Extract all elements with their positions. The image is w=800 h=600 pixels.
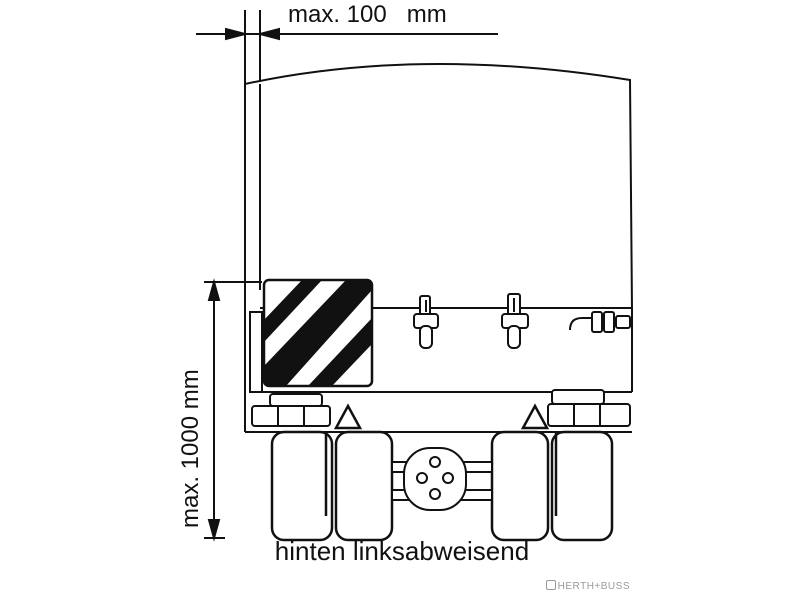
wheel-left-inner [334,430,394,542]
body-left-post [249,311,263,393]
hatch-stripe-3 [308,318,372,386]
tarp-fastener-2 [501,293,529,349]
arrowhead-top [207,278,221,301]
wheel-right-outer [550,430,614,542]
watermark: HERTH+BUSS [545,580,630,592]
watermark-logo-icon [545,580,556,590]
arrowhead-bottom [207,519,221,542]
axle [391,447,493,511]
caption-text: hinten linksabweisend [274,536,530,566]
rear-light-right [547,389,631,427]
tarp-fastener-1 [413,295,439,349]
wheels [270,430,614,542]
arrowhead-right [256,27,280,41]
axle-hub [403,447,467,511]
hub-bolt-top [429,456,441,468]
watermark-text: HERTH+BUSS [557,581,630,592]
hub-bolt-left [416,472,428,484]
triangle-reflector-right [520,403,550,430]
hatch-stripe-2 [264,280,372,386]
arrowhead-left [225,27,249,41]
side-dimension [204,278,262,542]
latch-handle [569,311,631,333]
tarpaulin-cover [244,62,633,311]
hub-bolt-bottom [429,488,441,500]
diagram-caption: hinten linksabweisend [0,536,800,566]
top-dimension-label: max. 100 mm [288,1,447,28]
cover-outline [244,62,633,311]
hatch-stripe-1 [264,280,322,342]
triangle-reflector-left [333,403,363,430]
warning-plate-border [262,278,374,388]
wheel-left-outer [270,430,334,542]
side-dimension-label: max. 1000 mm [177,369,204,528]
warning-plate [262,278,374,388]
wheel-right-inner [490,430,550,542]
hub-bolt-right [442,472,454,484]
top-dimension [196,10,498,290]
rear-light-left [251,393,331,427]
